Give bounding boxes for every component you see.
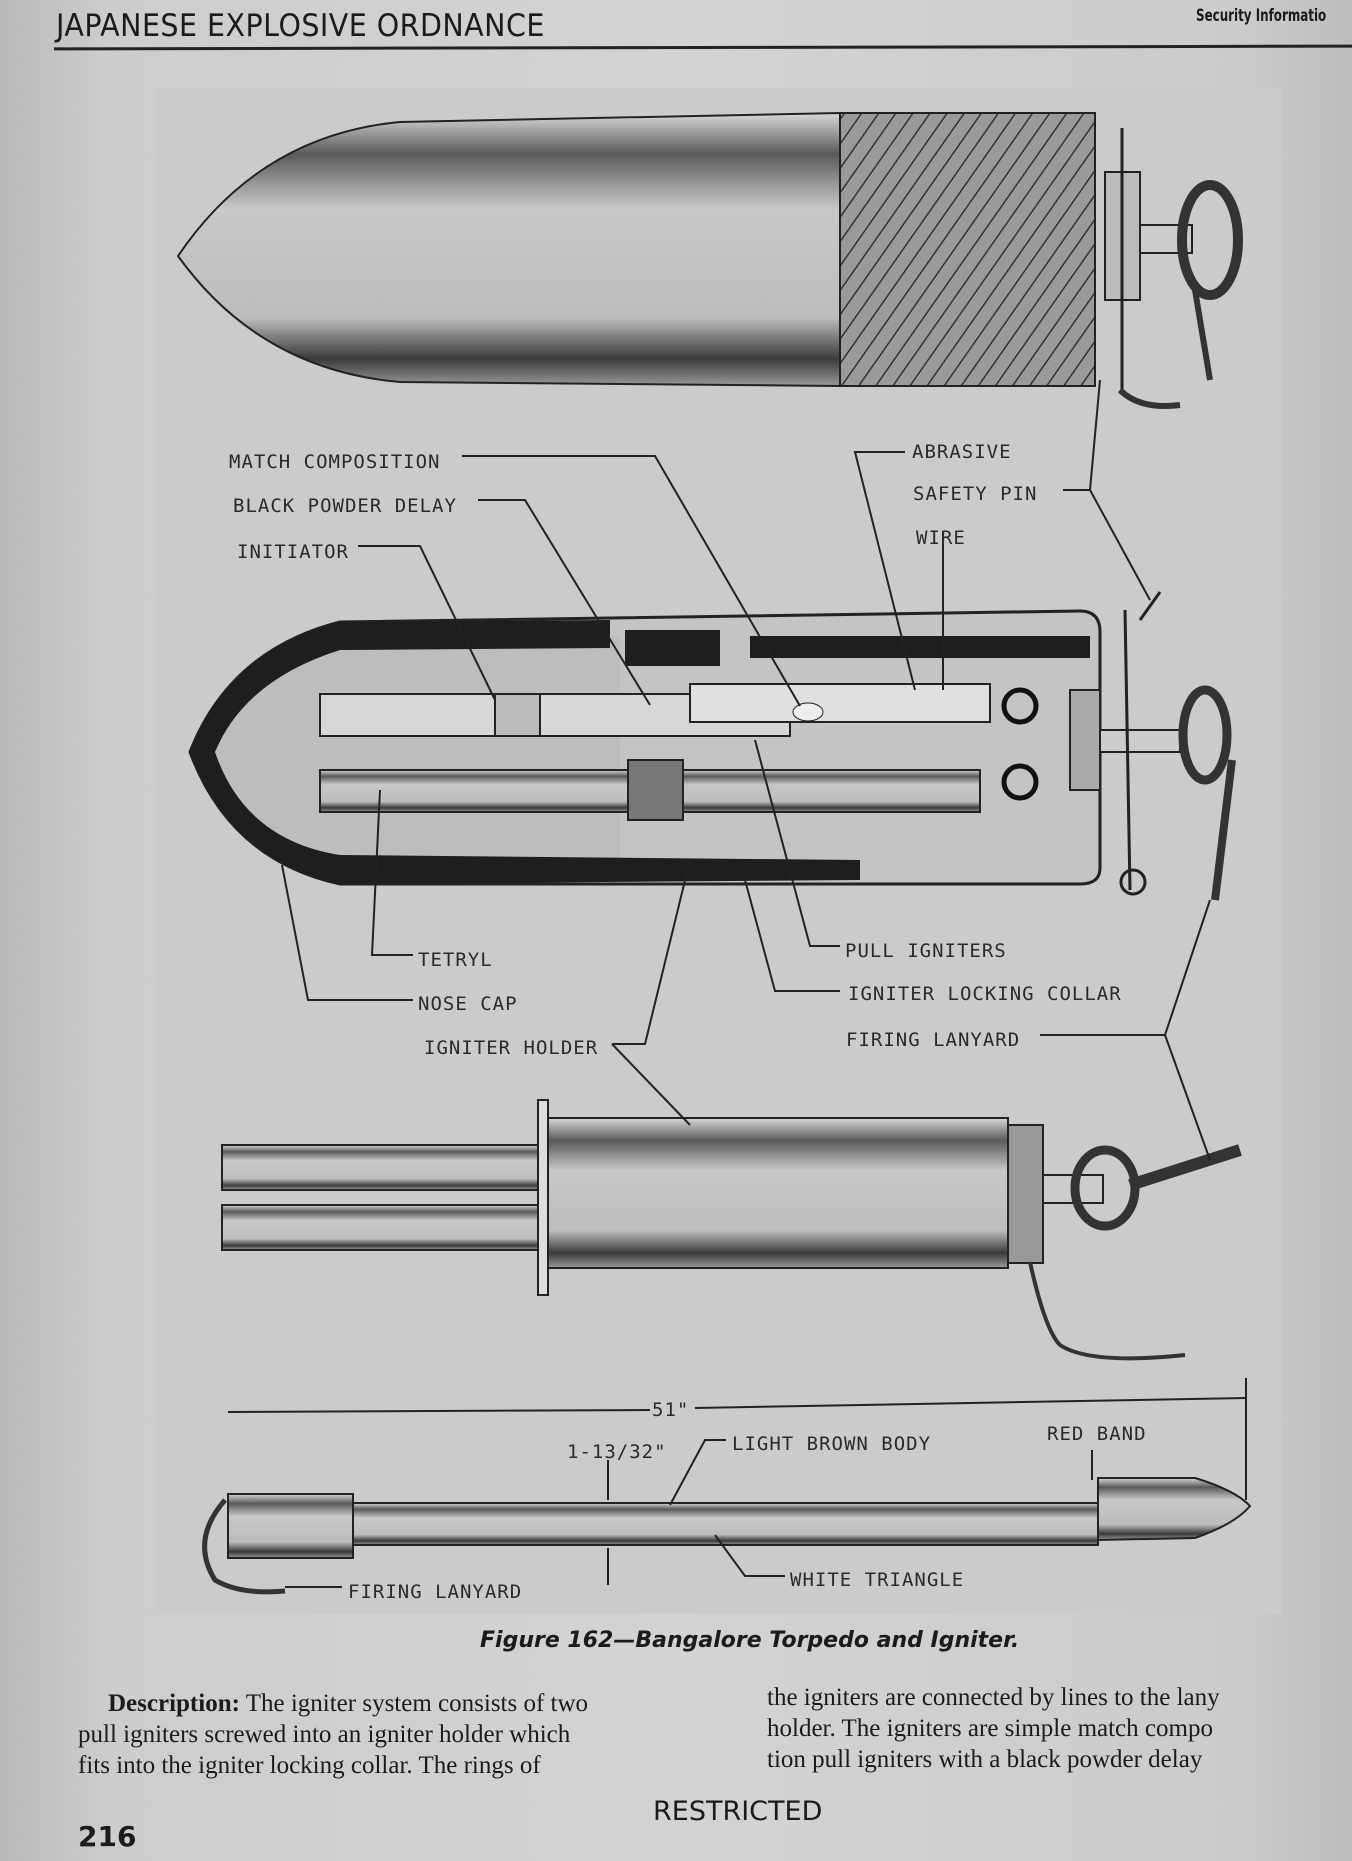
label-wire: WIRE — [916, 527, 966, 549]
igniter-cross-section — [188, 591, 1236, 901]
classification-marking: RESTRICTED — [653, 1796, 823, 1827]
label-abrasive: ABRASIVE — [912, 441, 1012, 463]
label-tetryl: TETRYL — [418, 949, 493, 971]
body-line: The igniter system consists of two — [239, 1690, 589, 1717]
label-safety-pin: SAFETY PIN — [913, 483, 1037, 505]
running-header-title: JAPANESE EXPLOSIVE ORDNANCE — [56, 8, 545, 44]
label-nose-cap: NOSE CAP — [418, 993, 518, 1015]
label-initiator: INITIATOR — [237, 541, 349, 563]
igniter-exterior-view — [176, 111, 1243, 409]
body-line: the igniters are connected by lines to t… — [767, 1684, 1220, 1711]
body-line: holder. The igniters are simple match co… — [767, 1715, 1213, 1742]
label-light-brown-body: LIGHT BROWN BODY — [732, 1433, 931, 1455]
body-column-2: the igniters are connected by lines to t… — [767, 1682, 1352, 1775]
label-igniter-locking-collar: IGNITER LOCKING COLLAR — [848, 983, 1122, 1005]
label-firing-lanyard: FIRING LANYARD — [846, 1029, 1020, 1051]
label-pull-igniters: PULL IGNITERS — [845, 940, 1007, 962]
body-column-1: Description: The igniter system consists… — [78, 1688, 718, 1781]
bangalore-torpedo-view — [202, 1378, 1252, 1595]
leader-lines — [281, 379, 1211, 1588]
page-number: 216 — [78, 1820, 137, 1853]
label-black-powder-delay: BLACK POWDER DELAY — [233, 495, 457, 517]
body-line: fits into the igniter locking collar. Th… — [78, 1752, 541, 1779]
security-note: Security Informatio — [1196, 6, 1327, 26]
label-igniter-holder: IGNITER HOLDER — [424, 1037, 598, 1059]
label-white-triangle: WHITE TRIANGLE — [790, 1569, 964, 1591]
label-diameter: 1-13/32" — [567, 1441, 667, 1463]
body-line: tion pull igniters with a black powder d… — [767, 1746, 1203, 1773]
description-lead: Description: — [108, 1690, 240, 1717]
label-red-band: RED BAND — [1047, 1423, 1147, 1445]
callout-labels: MATCH COMPOSITION BLACK POWDER DELAY INI… — [229, 441, 1147, 1603]
figure-caption: Figure 162—Bangalore Torpedo and Igniter… — [480, 1628, 1020, 1653]
igniter-holder-exterior-view — [221, 1099, 1242, 1361]
label-length: 51" — [652, 1399, 689, 1421]
label-firing-lanyard-bottom: FIRING LANYARD — [348, 1581, 522, 1603]
label-match-composition: MATCH COMPOSITION — [229, 451, 440, 473]
body-line: pull igniters screwed into an igniter ho… — [78, 1721, 571, 1748]
